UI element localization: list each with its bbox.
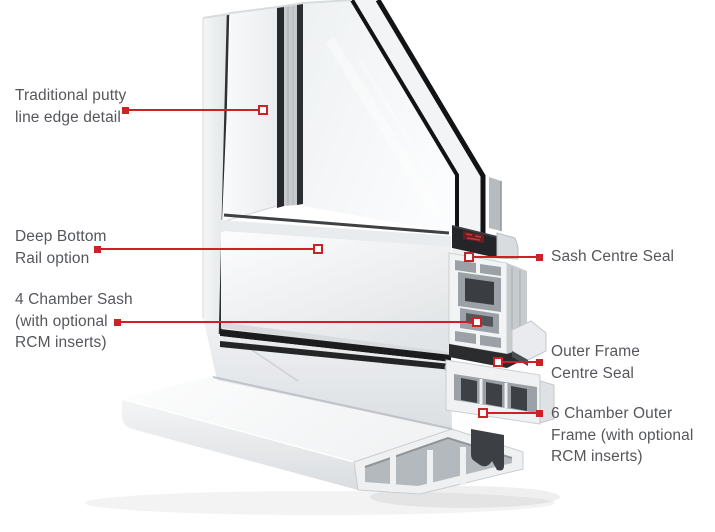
frame-top-cut-edge	[202, 0, 353, 19]
sash-main-chamber-core	[465, 278, 494, 305]
gasket-dark-strip-outer	[277, 6, 284, 208]
leader-square-filled-icon	[536, 409, 543, 417]
leader-square-open-icon	[258, 105, 268, 115]
callout-line: line edge detail	[15, 108, 121, 126]
callout-deep-bottom-rail: Deep Bottom Rail option	[15, 226, 107, 269]
callout-outer-frame-centre-seal: Outer Frame Centre Seal	[551, 341, 640, 384]
callout-line: (with optional	[15, 312, 108, 330]
gasket-logo-marks	[465, 233, 482, 241]
callout-line: Frame (with optional	[551, 426, 694, 444]
leader-square-open-icon	[464, 252, 474, 262]
callout-line: Deep Bottom	[15, 228, 107, 245]
callout-line: RCM inserts)	[551, 448, 643, 465]
outer-frame-chamber-core-2	[486, 382, 502, 407]
leader-four-chamber-sash	[114, 317, 482, 327]
glass-reflection-streak	[325, 37, 445, 221]
leader-six-chamber-outer-frame	[478, 408, 543, 418]
callout-line: 4 Chamber Sash	[15, 291, 133, 308]
sash-chamber-slot-2	[480, 264, 501, 276]
sash-gasket-band	[220, 329, 451, 362]
leader-square-open-icon	[313, 244, 323, 254]
leader-square-filled-icon	[114, 318, 121, 326]
glazing	[223, 0, 502, 235]
glass-pane-edge-line-2	[375, 0, 486, 234]
sash-chamber-slot-3	[455, 331, 476, 344]
sash-stile-face	[222, 7, 277, 222]
glazing-gasket	[277, 3, 303, 208]
rear-glazing-bead	[489, 177, 501, 231]
glass-seat-shadow-line	[223, 213, 450, 235]
gasket-bead-strip	[284, 4, 297, 206]
sash-chamber-slot-1	[455, 260, 476, 273]
leader-square-filled-icon	[94, 245, 101, 253]
glass-pane-edge-line-1	[350, 0, 459, 230]
sash-stile	[221, 7, 278, 223]
glass-edge-face	[352, 0, 483, 233]
leader-deep-bottom-rail	[94, 244, 323, 254]
outer-frame-cross-section	[445, 359, 555, 471]
sill-front-face	[122, 399, 358, 490]
leader-sash-centre-seal	[464, 252, 543, 262]
sill-edge-highlight	[121, 398, 355, 463]
sill-top-face	[122, 376, 452, 462]
gasket-dark-strip-inner	[297, 3, 303, 205]
callout-four-chamber-sash: 4 Chamber Sash (with optional RCM insert…	[15, 289, 133, 354]
frame-gasket-band	[220, 341, 452, 370]
frame-sill-junction-shadow	[212, 376, 453, 430]
sill-webs	[390, 447, 466, 492]
outer-frame-chamber-core-3	[511, 386, 527, 411]
outer-frame-section-step	[539, 380, 555, 424]
glass-pane-face	[303, 0, 457, 232]
leader-outer-frame-centre-seal	[493, 357, 543, 367]
leader-square-filled-icon	[536, 253, 543, 261]
callout-line: RCM inserts)	[15, 334, 107, 351]
glass-reflection-streak-2	[358, 58, 447, 202]
callout-line: 6 Chamber Outer	[551, 405, 673, 422]
sash-chamber-slot-4	[480, 335, 501, 348]
callout-six-chamber-outer-frame: 6 Chamber Outer Frame (with optional RCM…	[551, 403, 693, 468]
outer-frame-webs	[479, 379, 508, 408]
leader-square-open-icon	[493, 357, 503, 367]
callout-line: Sash Centre Seal	[551, 248, 675, 265]
sill-hook-channel	[471, 429, 504, 471]
window-sill	[121, 376, 524, 495]
leader-square-filled-icon	[536, 358, 543, 366]
leader-square-open-icon	[478, 408, 488, 418]
callout-line: Centre Seal	[551, 364, 634, 382]
callout-traditional-putty: Traditional putty line edge detail	[15, 85, 126, 128]
callout-line: Rail option	[15, 249, 90, 267]
callout-line: Outer Frame	[551, 343, 640, 360]
ground-shadow	[85, 486, 560, 515]
wedge-top-edge	[451, 225, 498, 238]
sash-bottom-rail	[220, 220, 456, 374]
stile-mitre-line	[221, 205, 278, 223]
callout-sash-centre-seal: Sash Centre Seal	[551, 246, 674, 268]
outer-frame-chamber-core-1	[461, 378, 477, 403]
wedge-side-bead	[496, 232, 519, 260]
frame-upstand-strip	[220, 336, 451, 364]
leader-square-open-icon	[472, 317, 482, 327]
leader-square-filled-icon	[122, 106, 129, 114]
leader-traditional-putty	[122, 105, 268, 115]
callout-line: Traditional putty	[15, 87, 127, 104]
rail-top-bevel	[221, 220, 451, 247]
